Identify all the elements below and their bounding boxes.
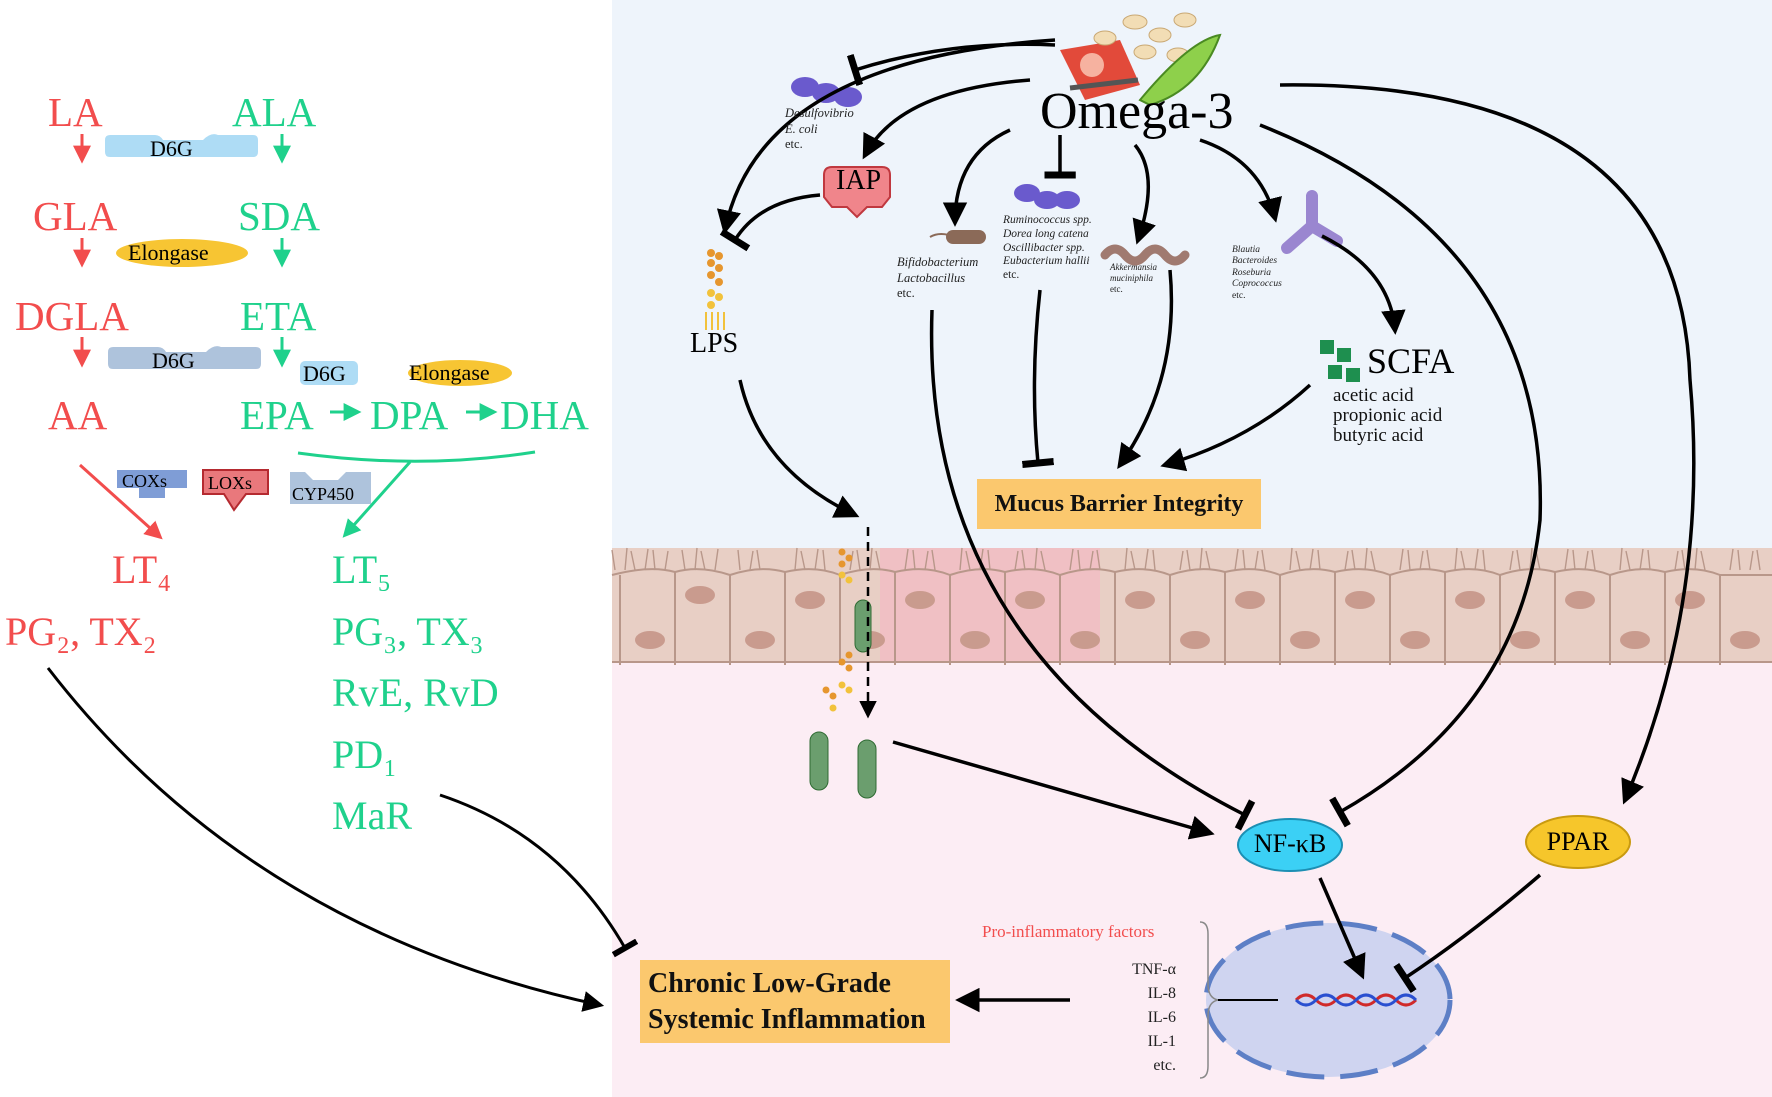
enzyme-shapes <box>105 134 512 512</box>
mucus-barrier-box: Mucus Barrier Integrity <box>977 479 1261 529</box>
ppar-label: PPAR <box>1546 827 1610 856</box>
translocating-bacteria <box>809 548 877 799</box>
desulfovibrio-icon <box>791 77 862 107</box>
dpa-label: DPA <box>370 392 449 438</box>
leaf-icon <box>1138 33 1222 107</box>
blautia-list: Blautia Bacteroides Roseburia Coprococcu… <box>1232 245 1282 301</box>
factor-list: TNF-α IL-8 IL-6 IL-1 etc. <box>1132 961 1176 1074</box>
omega3-arrows <box>273 134 536 538</box>
nfkb-oval <box>1237 818 1343 872</box>
eta-label: ETA <box>240 293 317 339</box>
iap-shape <box>823 166 891 219</box>
ala-label: ALA <box>232 89 317 135</box>
lt5-label: LT₅ <box>332 547 392 592</box>
pro-inflammatory-label: Pro-inflammatory factors <box>982 922 1155 941</box>
blautia-icon <box>1281 190 1343 254</box>
d6g-enzyme-2: D6G <box>152 348 195 373</box>
salmon-icon <box>1060 40 1140 100</box>
d6g-enzyme-3: D6G <box>303 361 346 386</box>
ruminococcus-icon <box>1014 184 1080 209</box>
akkermansia-list: Akkermansia muciniphila etc. <box>1110 262 1157 294</box>
pd1-label: PD₁ <box>332 732 398 777</box>
d6g-enzyme-1: D6G <box>150 136 193 161</box>
cyp450-enzyme: CYP450 <box>292 484 355 504</box>
chronic-inflammation-box: Chronic Low-Grade Systemic Inflammation <box>640 960 950 1043</box>
pg2-tx2-label: PG₂, TX₂ <box>5 609 157 654</box>
scfa-types: acetic acid propionic acid butyric acid <box>1333 385 1443 446</box>
bifidobacterium-icon <box>929 230 986 244</box>
bifidobacterium-list: Bifidobacterium Lactobacillus etc. <box>897 255 979 301</box>
rve-rvd-label: RvE, RvD <box>332 670 499 715</box>
nucleus <box>1203 920 1453 1080</box>
sda-label: SDA <box>238 193 321 239</box>
dgla-label: DGLA <box>15 293 129 339</box>
coxs-enzyme: COXs <box>122 471 168 491</box>
epa-label: EPA <box>240 392 314 438</box>
nfkb-label: NF-κB <box>1253 829 1327 858</box>
epithelial-layer <box>611 547 1772 665</box>
dha-label: DHA <box>500 392 589 438</box>
elongase-enzyme-1: Elongase <box>128 240 209 265</box>
ruminococcus-list: Ruminococcus spp. Dorea long catena Osci… <box>1003 214 1092 282</box>
la-label: LA <box>48 89 103 135</box>
ppar-oval <box>1525 815 1631 869</box>
lps-label: LPS <box>690 328 739 359</box>
omega3-title: Omega-3 <box>1040 83 1234 140</box>
elongase-enzyme-2: Elongase <box>409 360 490 385</box>
omega6-arrows <box>73 134 163 540</box>
pg3-tx3-label: PG₃, TX₃ <box>332 609 484 654</box>
mar-label: MaR <box>332 793 412 838</box>
scfa-label: SCFA <box>1367 341 1455 381</box>
gla-label: GLA <box>33 193 118 239</box>
loxs-enzyme: LOXs <box>208 473 252 493</box>
lps-molecule <box>705 249 725 330</box>
lt4-label: LT₄ <box>112 547 172 592</box>
desulfovibrio-list: Desulfovibrio E. coli etc. <box>785 106 854 152</box>
akkermansia-icon <box>1100 244 1190 266</box>
aa-label: AA <box>48 392 108 438</box>
scfa-icon <box>1320 340 1360 382</box>
iap-label: IAP <box>836 165 882 196</box>
